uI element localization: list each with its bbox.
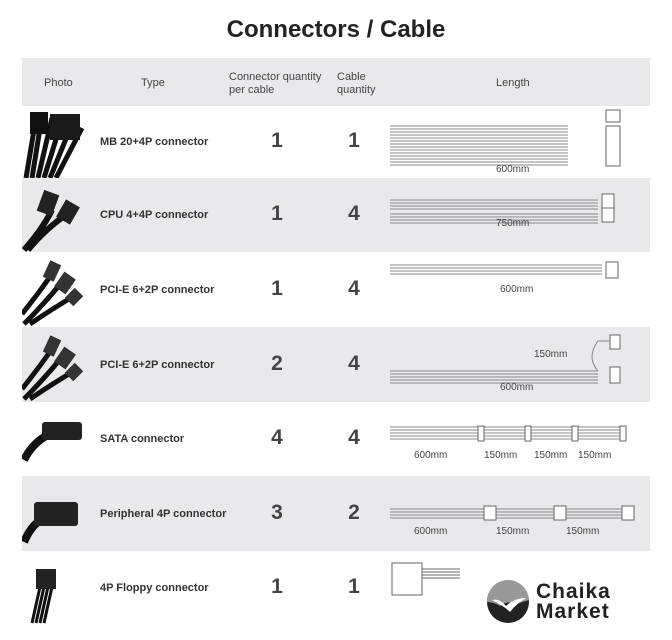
length-label: 150mm <box>484 450 517 461</box>
connector-photo <box>22 422 82 462</box>
length-label: 150mm <box>534 349 567 360</box>
length-label: 750mm <box>496 218 529 229</box>
cable-quantity: 2 <box>348 500 360 524</box>
logo-line2: Market <box>536 600 610 623</box>
cable-length-diagram: 600mm <box>390 109 621 175</box>
connector-quantity: 1 <box>271 202 283 225</box>
connector-quantity: 3 <box>271 500 283 524</box>
connector-type: MB 20+4P connector <box>100 136 209 148</box>
table-header: Photo Type Connector quantity per cable … <box>22 58 650 106</box>
connector-quantity: 4 <box>271 426 283 449</box>
connector-type: PCI-E 6+2P connector <box>100 358 215 371</box>
cable-quantity: 4 <box>348 351 360 375</box>
length-label: 600mm <box>500 382 533 393</box>
table-row: PCI-E 6+2P connector 2 4 150mm 600mm <box>22 327 650 402</box>
header-cable-qty-2: quantity <box>337 84 376 96</box>
table-row: PCI-E 6+2P connector 1 4 600mm <box>22 252 650 327</box>
connector-photo <box>22 502 78 544</box>
header-type: Type <box>141 77 165 89</box>
cable-length-diagram: 150mm 600mm <box>390 334 621 393</box>
connector-type: 4P Floppy connector <box>100 582 209 594</box>
cable-length-diagram <box>391 562 460 596</box>
length-label: 150mm <box>534 450 567 461</box>
connector-quantity: 1 <box>271 575 283 598</box>
length-label: 150mm <box>578 450 611 461</box>
table-row: MB 20+4P connector 1 1 600mm <box>22 106 650 180</box>
connector-type: PCI-E 6+2P connector <box>100 283 215 296</box>
length-label: 600mm <box>496 164 529 175</box>
connector-photo <box>22 260 84 326</box>
cable-quantity: 4 <box>348 202 360 225</box>
cable-quantity: 4 <box>348 426 360 449</box>
connector-quantity: 2 <box>271 351 283 375</box>
cable-quantity: 1 <box>348 129 360 152</box>
header-photo: Photo <box>44 77 73 89</box>
seagull-icon <box>486 580 529 623</box>
connector-type: Peripheral 4P connector <box>100 507 227 520</box>
header-cable-qty-1: Cable <box>337 71 366 83</box>
table-row: SATA connector 4 4 600mm 150mm 150mm 150mm <box>22 402 650 476</box>
table-row: 4P Floppy connector 1 1 <box>22 551 650 625</box>
header-length: Length <box>496 77 530 89</box>
connector-quantity: 1 <box>271 276 283 300</box>
table-row: Peripheral 4P connector 3 2 600mm 150mm 15… <box>22 476 650 551</box>
header-conn-qty-2: per cable <box>229 84 275 96</box>
connector-type: CPU 4+4P connector <box>100 209 209 221</box>
cable-length-diagram: 600mm <box>390 261 619 295</box>
connector-photo <box>30 569 56 624</box>
page-title: Connectors / Cable <box>226 16 446 43</box>
length-label: 600mm <box>414 450 447 461</box>
cable-length-diagram: 600mm 150mm 150mm <box>390 505 635 537</box>
connector-photo <box>23 112 85 180</box>
header-conn-qty-1: Connector quantity <box>229 71 322 83</box>
cable-quantity: 4 <box>348 276 360 300</box>
logo-line1: Chaika <box>536 580 611 603</box>
cable-length-diagram: 600mm 150mm 150mm 150mm <box>390 425 627 461</box>
table-row: CPU 4+4P connector 1 4 750mm <box>22 178 650 252</box>
length-label: 150mm <box>496 526 529 537</box>
connector-type: SATA connector <box>100 433 185 445</box>
length-label: 600mm <box>414 526 447 537</box>
cable-length-diagram: 750mm <box>390 193 615 229</box>
connector-quantity: 1 <box>271 129 283 152</box>
cable-quantity: 1 <box>348 575 360 598</box>
connector-photo <box>22 335 84 401</box>
length-label: 150mm <box>566 526 599 537</box>
length-label: 600mm <box>500 284 533 295</box>
connector-photo <box>22 189 80 252</box>
